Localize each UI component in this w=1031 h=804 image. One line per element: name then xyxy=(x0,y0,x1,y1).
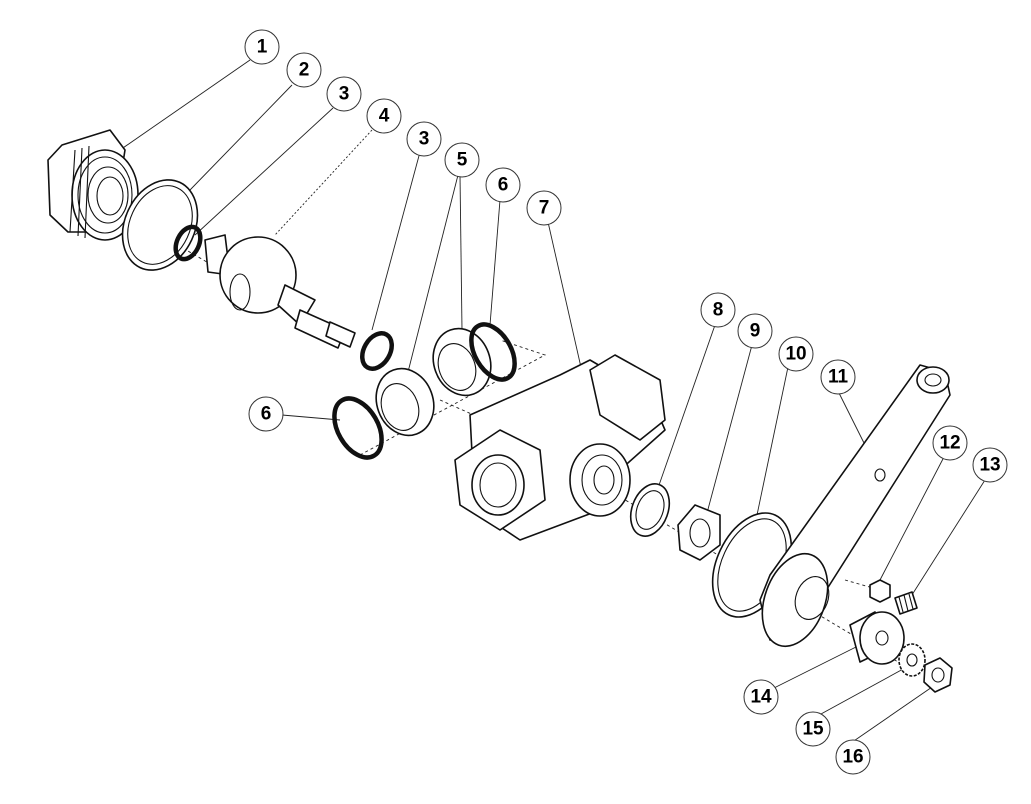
callout-label: 13 xyxy=(979,455,1000,476)
callout-circle xyxy=(444,142,480,178)
callout-8: 8 xyxy=(700,292,736,328)
callout-label: 7 xyxy=(539,198,550,219)
callout-5: 5 xyxy=(444,142,480,178)
large-o-ring-left xyxy=(332,396,384,460)
callout-7: 7 xyxy=(526,190,562,226)
valve-body-part xyxy=(454,354,666,541)
callout-circle xyxy=(835,739,871,775)
callout-16: 16 xyxy=(835,739,871,775)
callout-circle xyxy=(700,292,736,328)
callout-label: 9 xyxy=(750,321,761,342)
set-screw-part xyxy=(894,591,918,615)
callout-9: 9 xyxy=(737,313,773,349)
callout-14: 14 xyxy=(743,679,779,715)
callout-6a: 6 xyxy=(485,167,521,203)
callout-label: 14 xyxy=(750,687,772,708)
callout-circle xyxy=(248,396,284,432)
key-part xyxy=(869,579,891,603)
ball-stem-part xyxy=(204,234,356,349)
callout-3a: 3 xyxy=(326,76,362,112)
callout-10: 10 xyxy=(778,336,814,372)
stop-plate-part xyxy=(677,504,721,561)
callout-label: 2 xyxy=(299,60,310,81)
callout-3b: 3 xyxy=(406,121,442,157)
callout-15: 15 xyxy=(795,711,831,747)
callout-circle xyxy=(743,679,779,715)
callout-circle xyxy=(778,336,814,372)
o-ring-part-b xyxy=(360,331,394,371)
callout-circle xyxy=(932,425,968,461)
callout-label: 5 xyxy=(457,150,468,171)
callout-label: 6 xyxy=(498,175,509,196)
large-o-ring-right xyxy=(469,322,517,382)
callout-label: 16 xyxy=(842,747,863,768)
flat-gasket-part xyxy=(121,179,199,271)
callout-12: 12 xyxy=(932,425,968,461)
callout-circle xyxy=(485,167,521,203)
lock-washer-part xyxy=(898,643,926,677)
callout-11: 11 xyxy=(820,359,856,395)
callout-circle xyxy=(737,313,773,349)
callout-label: 4 xyxy=(379,106,390,127)
callout-2: 2 xyxy=(286,52,322,88)
callout-6b: 6 xyxy=(248,396,284,432)
handle-lever-part xyxy=(759,364,951,648)
callout-label: 8 xyxy=(713,300,724,321)
callout-label: 1 xyxy=(257,37,268,58)
o-ring-part-a xyxy=(173,224,203,262)
callout-circle xyxy=(972,447,1008,483)
callout-circle xyxy=(820,359,856,395)
callout-circle xyxy=(366,98,402,134)
seat-part-left xyxy=(375,367,435,437)
callout-circle xyxy=(526,190,562,226)
callout-1: 1 xyxy=(244,29,280,65)
callout-label: 12 xyxy=(939,433,960,454)
callout-circle xyxy=(795,711,831,747)
spacer-part xyxy=(849,611,905,665)
callout-label: 15 xyxy=(802,719,824,740)
callout-4: 4 xyxy=(366,98,402,134)
leader-lines xyxy=(119,59,986,746)
callout-circle xyxy=(406,121,442,157)
callout-label: 6 xyxy=(261,404,272,425)
callout-13: 13 xyxy=(972,447,1008,483)
threaded-plug-part xyxy=(47,129,139,241)
callout-circle xyxy=(326,76,362,112)
callout-circle xyxy=(244,29,280,65)
hex-nut-part xyxy=(923,657,953,693)
callout-circle xyxy=(286,52,322,88)
seat-part-right xyxy=(432,327,492,397)
washer-part xyxy=(629,483,671,537)
callout-label: 3 xyxy=(339,84,350,105)
callout-label: 3 xyxy=(419,129,430,150)
callout-label: 11 xyxy=(828,367,849,388)
callout-label: 10 xyxy=(785,344,806,365)
